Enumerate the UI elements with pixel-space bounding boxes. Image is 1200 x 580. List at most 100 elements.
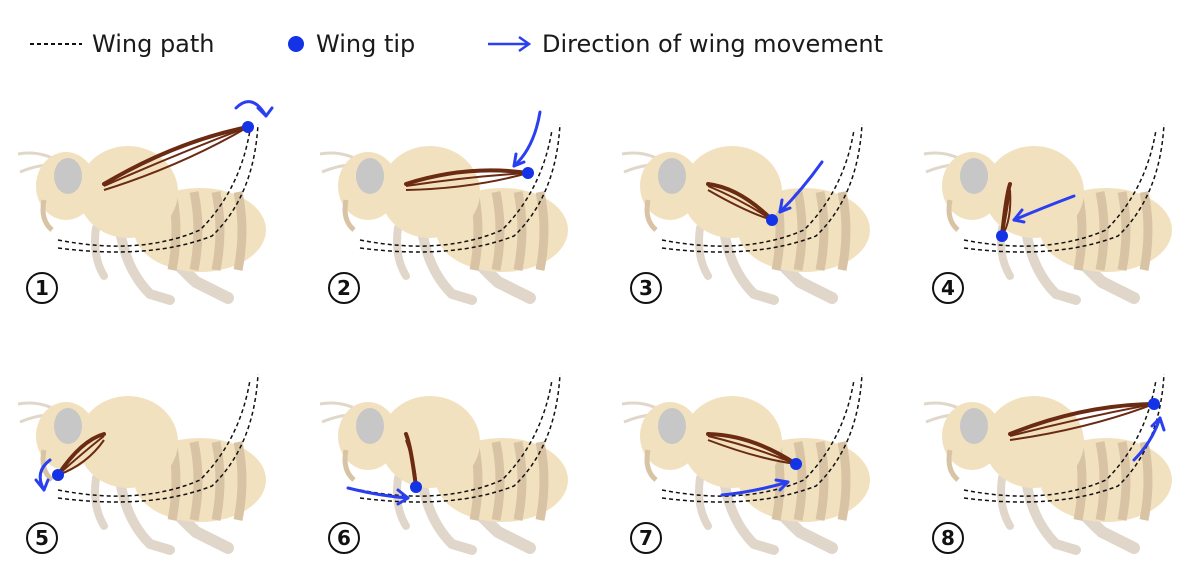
direction-arrow-icon [778,160,824,214]
step-number-badge: 3 [630,272,662,304]
wing-vein [103,126,249,187]
bee-illustration [923,123,1172,305]
step-number-badge: 7 [630,522,662,554]
fore-leg [91,474,108,530]
direction-arrow-icon [346,486,410,506]
abdomen-stripe [1117,441,1131,521]
hind-leg [1021,225,1081,305]
legend-direction: Direction of wing movement [486,22,883,66]
eye [54,408,82,444]
wing-vein [707,185,773,221]
wing-leading-edge [1008,402,1156,436]
abdomen-stripe [513,191,527,271]
direction-arrow-head [396,488,410,506]
bee-illustration [17,100,274,305]
wing-tip-dot-icon [242,121,254,133]
bee-illustration [319,110,568,305]
wing-leading-edge [706,182,774,222]
abdomen-stripe [1117,191,1131,271]
eye [658,158,686,194]
bee-illustration [923,373,1172,555]
thorax [78,146,178,238]
abdomen-stripe [233,441,247,521]
fore-leg [91,224,108,280]
wing-vein [1009,403,1155,437]
mandible [644,199,658,232]
wing-tip-dot-icon [522,167,534,179]
stroke-panel-2: 2 [302,80,602,330]
step-number-badge: 4 [932,272,964,304]
wing-path-upper [963,379,1157,497]
wing-tip-dot-icon [790,458,802,470]
mandible [946,199,960,232]
wing-leading-edge [102,125,250,186]
wing-path [57,123,259,253]
fore-leg [695,224,712,280]
wing-path-lower [57,373,259,503]
step-number-badge: 5 [26,522,58,554]
fore-leg [393,224,410,280]
mandible [342,199,356,232]
direction-arrow-shaft [778,160,824,214]
hind-leg [719,475,779,555]
direction-arrow-icon [1132,416,1166,462]
stroke-panel-4: 4 [906,80,1200,330]
mandible [644,449,658,482]
wing-path-upper [57,379,251,497]
direction-arrow-head [1012,208,1026,224]
wing-tip-dot-icon [52,469,64,481]
step-number-badge: 8 [932,522,964,554]
abdomen-stripe [1139,441,1153,521]
direction-arrow-head [778,198,792,214]
thorax [380,396,480,488]
direction-arrow-icon [488,35,532,53]
legend-wing-path: Wing path [30,22,215,66]
wing-trailing-edge [405,172,529,191]
abdomen-stripe [211,441,225,521]
hind-leg [115,225,175,305]
thorax [78,396,178,488]
abdomen-stripe [211,191,225,271]
wing-trailing-edge [103,126,249,191]
mandible [342,449,356,482]
stroke-panel-6: 6 [302,330,602,580]
wing-path-lower [57,123,259,253]
forewing [1008,402,1156,441]
stroke-panel-7: 7 [604,330,904,580]
abdomen-stripe [837,441,851,521]
abdomen-stripe [815,191,829,271]
mandible [40,199,54,232]
direction-arrow-head [774,478,790,492]
eye [356,158,384,194]
direction-arrow-head [256,106,274,118]
wing-path-upper [661,129,855,247]
hind-leg [417,225,477,305]
step-number-badge: 1 [26,272,58,304]
eye [960,408,988,444]
wing-trailing-edge [1009,403,1155,441]
direction-arrow-icon [234,100,274,118]
bee-illustration [621,123,870,305]
step-number-badge: 6 [328,522,360,554]
bee-icon [621,396,870,555]
direction-arrow-head [1150,416,1166,432]
legend-wing-tip: Wing tip [286,22,415,66]
legend-direction-label: Direction of wing movement [542,30,883,58]
wing-vein [707,435,797,465]
wing-tip-dot-icon [1148,398,1160,410]
legend: Wing path Wing tip Direction of wing mov… [30,22,1170,66]
abdomen-stripe [1139,191,1153,271]
direction-arrow-shaft [1132,416,1162,462]
wing-path [963,123,1165,253]
abdomen-stripe [233,191,247,271]
direction-arrow-shaft [346,486,410,500]
dashed-line-icon [30,43,82,45]
wing-tip-dot-icon [410,481,422,493]
direction-arrow-shaft [512,110,542,168]
bee-icon [17,146,266,305]
wing-path-upper [359,129,553,247]
forewing [404,168,530,191]
eye [356,408,384,444]
fore-leg [997,474,1014,530]
